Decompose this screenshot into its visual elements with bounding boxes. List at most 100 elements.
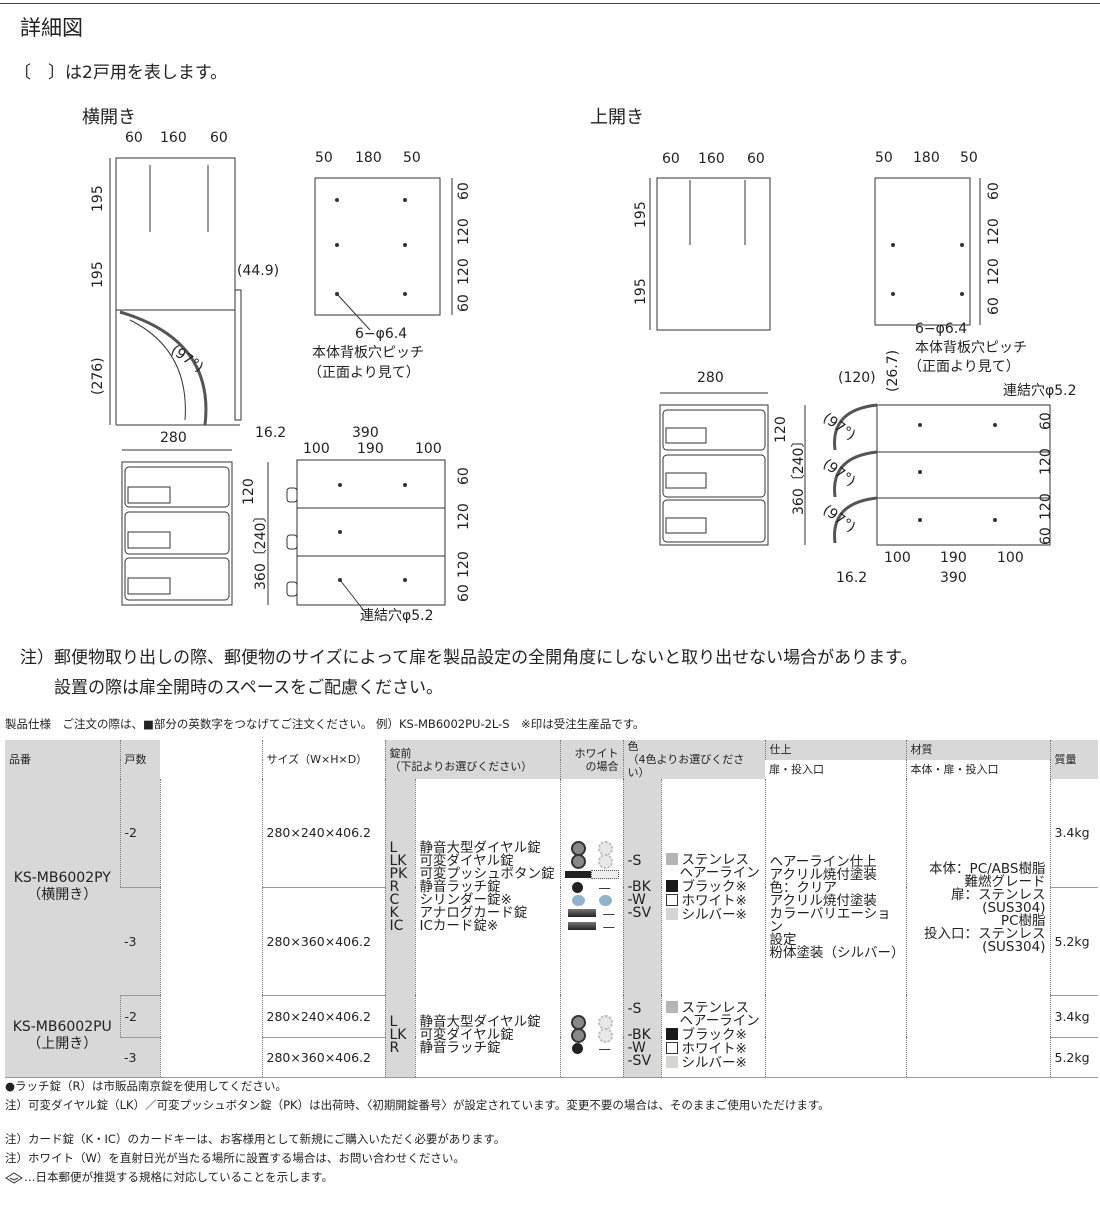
svg-text:本体背板穴ピッチ: 本体背板穴ピッチ xyxy=(915,340,1027,356)
footnote-jp-post: …日本郵便が推奨する規格に対応していることを示します。 xyxy=(4,1169,333,1185)
dash-text: — xyxy=(602,918,616,934)
lock-icon-pair xyxy=(565,853,619,869)
color-code: -S xyxy=(627,1001,642,1018)
svg-text:60: 60 xyxy=(1038,412,1054,430)
color-code: -SV xyxy=(627,904,652,921)
lock-code: R xyxy=(389,1040,400,1057)
dim: (97°) xyxy=(168,342,206,376)
yoko-side-view: 60 160 60 195 195 (276) (44.9) (97°) xyxy=(90,130,279,426)
lock-name: 可変ダイヤル錠 xyxy=(419,1027,514,1044)
color-swatch xyxy=(665,907,678,920)
dim: 60 xyxy=(210,130,228,146)
svg-text:60: 60 xyxy=(456,294,472,312)
svg-text:120: 120 xyxy=(1038,493,1054,520)
svg-text:60: 60 xyxy=(986,297,1002,315)
finish-line: アクリル焼付塗装 xyxy=(769,893,877,909)
color-name: ホワイト※ xyxy=(681,892,747,909)
push-light-lock-icon xyxy=(590,869,619,879)
svg-text:390: 390 xyxy=(352,425,379,441)
footnote-text: …日本郵便が推奨する規格に対応していることを示します。 xyxy=(24,1170,334,1184)
color-name: ホワイト※ xyxy=(681,1041,747,1058)
svg-text:(120): (120) xyxy=(838,370,876,386)
svg-text:(97°): (97°) xyxy=(820,502,858,536)
model-type: （上開き） xyxy=(27,1035,98,1052)
dim: (44.9) xyxy=(237,263,279,279)
size: 280×240×406.2 xyxy=(261,779,385,887)
material-line: 扉：ステンレス xyxy=(951,886,1046,903)
svg-text:50: 50 xyxy=(960,150,978,166)
svg-text:120: 120 xyxy=(456,503,472,530)
dim: 60 xyxy=(125,130,143,146)
size: 280×360×406.2 xyxy=(261,1036,385,1078)
lock-icon-pair xyxy=(564,868,619,881)
svg-text:190: 190 xyxy=(357,441,384,457)
color-name: ブラック※ xyxy=(681,878,747,895)
header-material: 材質 xyxy=(905,740,1050,760)
view-label-ue: 上開き xyxy=(590,107,644,128)
weight: 5.2kg xyxy=(1049,886,1098,996)
dim: 195 xyxy=(90,185,106,212)
svg-text:280: 280 xyxy=(160,430,187,446)
svg-text:195: 195 xyxy=(633,201,649,228)
lock-name: 可変ダイヤル錠 xyxy=(419,852,514,869)
finish-line: アクリル焼付塗装 xyxy=(769,867,877,883)
lock-icon-pair: — xyxy=(565,907,619,920)
svg-text:180: 180 xyxy=(913,150,940,166)
svg-text:120: 120 xyxy=(456,218,472,245)
svg-text:連結穴φ5.2: 連結穴φ5.2 xyxy=(1003,383,1077,399)
lock-icon-pair xyxy=(565,840,619,856)
lock-code: PK xyxy=(389,865,408,882)
ue-back-view: 50 180 50 60 120 120 60 6−φ6.4 本体背板穴ピッチ … xyxy=(874,150,1027,375)
svg-text:60: 60 xyxy=(747,151,765,167)
yoko-front-view: 280 120 360〔240〕 xyxy=(121,430,269,606)
size: 280×360×406.2 xyxy=(261,886,385,996)
finish-line: 設定 xyxy=(769,932,797,948)
push-lock-icon xyxy=(564,870,591,878)
color-names: ステンレスヘアーラインブラック※ホワイト※シルバー※ xyxy=(660,995,765,1078)
ue-front-view: 280 120 360〔240〕 xyxy=(659,370,807,546)
dial-lock-icon xyxy=(570,1028,586,1044)
svg-text:本体背板穴ピッチ: 本体背板穴ピッチ xyxy=(312,345,424,361)
material-line: 本体：PC/ABS樹脂 xyxy=(929,860,1046,877)
lock-code: L xyxy=(389,1014,398,1031)
weight: 3.4kg xyxy=(1049,779,1098,887)
note-2: 設置の際は扉全開時のスペースをご配慮ください。 xyxy=(54,678,443,698)
color-code: -BK xyxy=(627,878,651,895)
color-name: ブラック※ xyxy=(681,1027,747,1044)
color-swatch xyxy=(665,893,678,906)
svg-text:100: 100 xyxy=(997,550,1024,566)
svg-text:360〔240〕: 360〔240〕 xyxy=(791,434,807,515)
svg-text:（正面より見て）: （正面より見て） xyxy=(908,359,1020,375)
svg-text:120: 120 xyxy=(986,258,1002,285)
color-name: シルバー※ xyxy=(681,906,747,923)
model-type: （横開き） xyxy=(27,887,98,903)
header-model: 品番 xyxy=(5,740,120,779)
svg-text:360〔240〕: 360〔240〕 xyxy=(253,509,269,590)
color-name-2: ヘアーライン xyxy=(679,1013,760,1030)
svg-text:60: 60 xyxy=(1038,527,1054,545)
units: -3 xyxy=(120,886,160,996)
color-name: ステンレス xyxy=(681,851,750,868)
spec-caption: 製品仕様 ご注文の際は、■部分の英数字をつなげてご注文ください。 例）KS-MB… xyxy=(5,717,645,731)
material-line: 投入口：ステンレス xyxy=(924,925,1046,942)
header-units: 戸数 xyxy=(119,740,160,779)
svg-text:50: 50 xyxy=(403,150,421,166)
color-swatch xyxy=(665,1001,678,1014)
dial-light-lock-icon xyxy=(597,1028,613,1044)
footnote: 注）可変ダイヤル錠（LK）／可変プッシュボタン錠（PK）は出荷時、〈初期開錠番号… xyxy=(5,1098,830,1112)
latch-lock-icon xyxy=(572,1043,584,1055)
ue-side-stack-view: (120) (26.7) 連結穴φ5.2 60 120 120 60 100 1… xyxy=(820,350,1077,586)
svg-text:60: 60 xyxy=(986,182,1002,200)
material-line: (SUS304) xyxy=(982,899,1046,916)
svg-text:50: 50 xyxy=(875,150,893,166)
technical-drawing: 60 160 60 195 195 (276) (44.9) (97°) 50 … xyxy=(90,130,1077,624)
material-line: (SUS304) xyxy=(982,938,1046,955)
color-code: -W xyxy=(627,891,646,908)
table-row: -3 280×360×406.2 5.2kg xyxy=(5,1036,1098,1078)
dim: (276) xyxy=(90,357,106,395)
svg-text:連結穴φ5.2: 連結穴φ5.2 xyxy=(360,608,434,624)
lock-name: 静音ラッチ錠 xyxy=(419,1040,501,1057)
lock-code: C xyxy=(389,891,400,908)
